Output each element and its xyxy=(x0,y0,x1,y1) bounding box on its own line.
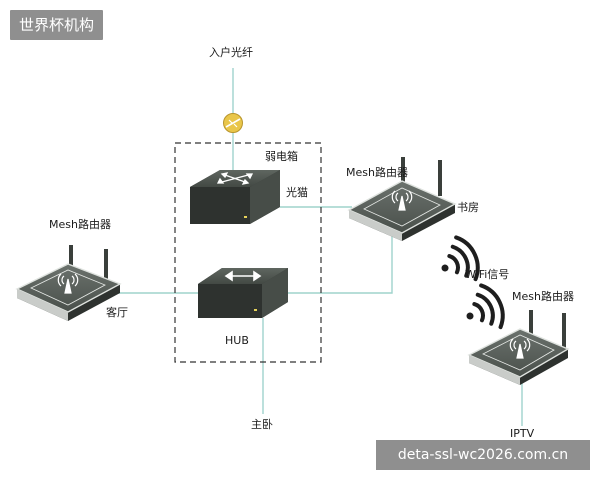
mesh-router-iptv xyxy=(467,310,570,385)
hub-to-study-line xyxy=(286,228,393,294)
optical-modem-device xyxy=(190,170,280,224)
modem-label: 光猫 xyxy=(286,186,308,199)
router-iptv-label: Mesh路由器 xyxy=(512,290,574,303)
bidirectional-arrow-icon xyxy=(224,270,262,282)
iptv-label: IPTV xyxy=(510,427,535,440)
router-living-label: Mesh路由器 xyxy=(49,218,111,231)
study-label: 书房 xyxy=(457,201,479,214)
watermark-top: 世界杯机构 xyxy=(10,10,104,40)
wifi-signal-icon xyxy=(441,235,505,330)
router-study-label: Mesh路由器 xyxy=(346,166,408,179)
watermark-bottom: deta-ssl-wc2026.com.cn xyxy=(376,440,590,470)
hub-label: HUB xyxy=(225,334,249,347)
fiber-in-label: 入户光纤 xyxy=(209,46,253,59)
connection-lines xyxy=(100,68,523,426)
living-room-label: 客厅 xyxy=(106,306,128,319)
hub-device xyxy=(198,268,288,318)
wifi-antenna-icon xyxy=(57,273,79,294)
router-cross-arrows-icon xyxy=(216,172,254,185)
wifi-antenna-icon xyxy=(509,338,531,359)
fiber-connector-icon xyxy=(223,113,243,133)
weak-box-label: 弱电箱 xyxy=(265,150,298,163)
wifi-antenna-icon xyxy=(391,190,413,211)
wifi-signal-label: WiFi信号 xyxy=(465,268,510,281)
mesh-router-study xyxy=(347,157,457,241)
master-bedroom-label: 主卧 xyxy=(251,418,273,431)
mesh-router-living xyxy=(15,245,122,321)
weak-current-box xyxy=(174,142,322,363)
